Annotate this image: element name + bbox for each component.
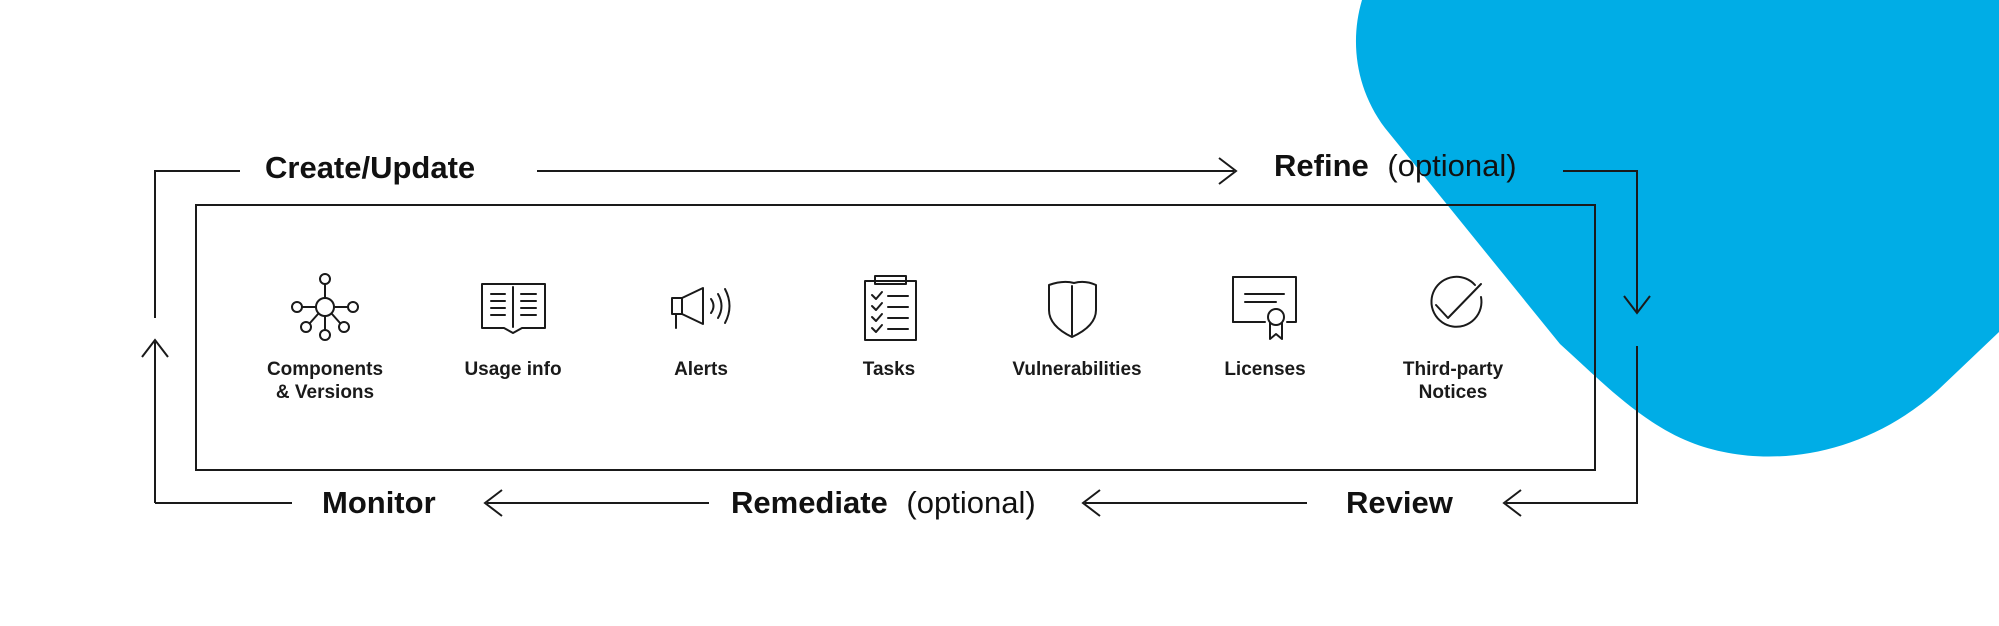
stage-remediate-suffix: (optional) [906,485,1035,520]
flow-line-right-top [1563,170,1638,312]
arrowhead-left-icon [1081,489,1101,517]
artifact-label-line: & Versions [276,382,374,403]
arrowhead-up-icon [141,338,169,358]
stage-refine: Refine (optional) [1274,148,1517,183]
check-circle-icon [1430,275,1483,328]
flow-line-left-top [154,170,240,318]
artifact-labels: Components& Versions Usage info Alerts Task… [267,359,1504,403]
artifact-label-line: Third-party [1403,359,1504,380]
artifact-label: Components& Versions [267,359,383,403]
artifact-label-line: Components [267,359,383,380]
stage-monitor: Monitor [322,485,436,520]
stage-create-update-label: Create/Update [265,150,475,185]
flow-line-right-bottom [1506,346,1638,504]
arrowhead-down-icon [1623,295,1651,315]
clipboard-checklist-icon [864,275,917,341]
arrowhead-left-icon [1502,489,1522,517]
stage-review: Review [1346,485,1454,520]
stage-create-update: Create/Update [265,150,475,185]
accent-blob [1355,0,1999,457]
stage-refine-suffix: (optional) [1387,148,1516,183]
megaphone-icon [671,287,731,329]
artifact-label-line: Usage info [464,359,561,380]
arrowhead-right-icon [1218,157,1238,185]
shield-icon [1048,280,1097,338]
artifact-label: Vulnerabilities [1012,359,1141,380]
artifact-label: Usage info [464,359,561,380]
artifact-label: Licenses [1224,359,1305,380]
artifact-label: Alerts [674,359,728,380]
stage-review-label: Review [1346,485,1454,520]
open-book-icon [481,283,546,334]
artifact-label-line: Vulnerabilities [1012,359,1141,380]
artifact-label: Tasks [863,359,915,380]
artifacts-box [195,204,1596,471]
artifact-label-line: Tasks [863,359,915,380]
artifact-label-line: Notices [1419,382,1488,403]
artifact-label-line: Alerts [674,359,728,380]
artifact-label-line: Licenses [1224,359,1305,380]
stage-remediate-label: Remediate [731,485,888,520]
network-icon [291,273,359,341]
stage-remediate: Remediate (optional) [731,485,1036,520]
arrowhead-left-icon [483,489,503,517]
certificate-icon [1232,276,1297,340]
stage-refine-label: Refine [1274,148,1369,183]
stage-monitor-label: Monitor [322,485,436,520]
